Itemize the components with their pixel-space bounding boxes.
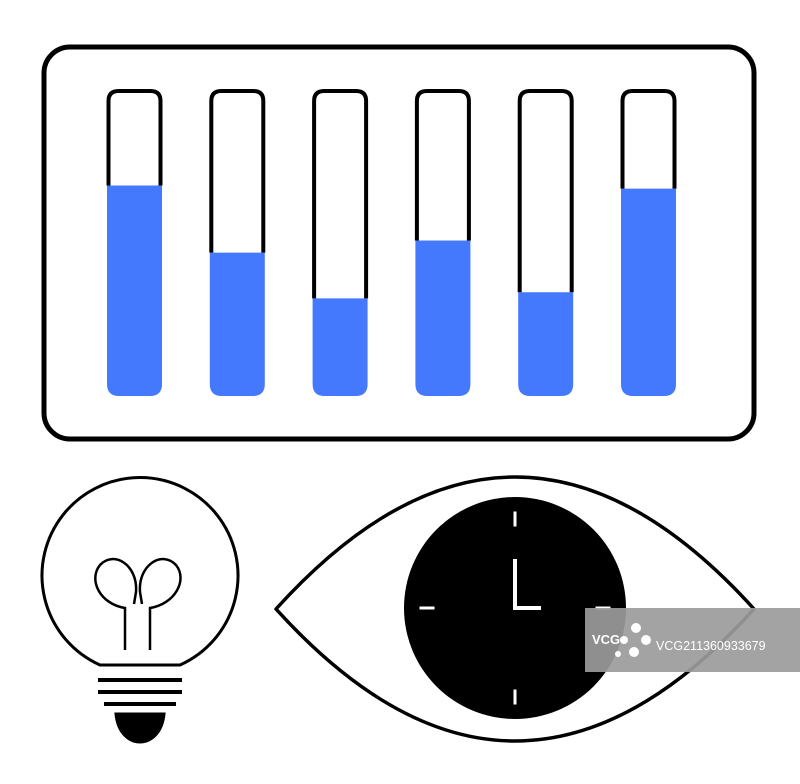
bar-4-outline bbox=[414, 89, 471, 241]
lightbulb-icon bbox=[40, 476, 240, 744]
eye-icon bbox=[274, 475, 756, 743]
bar-1-outline bbox=[106, 89, 163, 186]
bulb-glass bbox=[40, 476, 240, 667]
watermark-id-text: VCG211360933679 bbox=[656, 639, 766, 653]
level-panel bbox=[41, 44, 757, 442]
bulb-cap bbox=[114, 712, 166, 744]
bar-2-fill bbox=[209, 252, 265, 396]
bar-3-outline bbox=[312, 89, 369, 299]
panel-frame bbox=[41, 44, 757, 442]
bar-4-fill bbox=[415, 240, 471, 396]
watermark-logo-icon bbox=[615, 623, 651, 657]
bar-2-outline bbox=[209, 89, 266, 253]
bar-5-outline bbox=[517, 89, 574, 293]
bar-6-fill bbox=[621, 188, 676, 396]
level-bars bbox=[106, 89, 677, 396]
watermark: VCG VCG211360933679 bbox=[585, 608, 800, 672]
bar-6-outline bbox=[620, 89, 677, 189]
bar-1-fill bbox=[107, 185, 162, 396]
bar-3-fill bbox=[312, 298, 368, 396]
bar-5-fill bbox=[518, 292, 574, 396]
bulb-filament bbox=[94, 557, 182, 650]
clock-icon bbox=[404, 497, 626, 719]
watermark-logo-text: VCG bbox=[592, 632, 620, 647]
